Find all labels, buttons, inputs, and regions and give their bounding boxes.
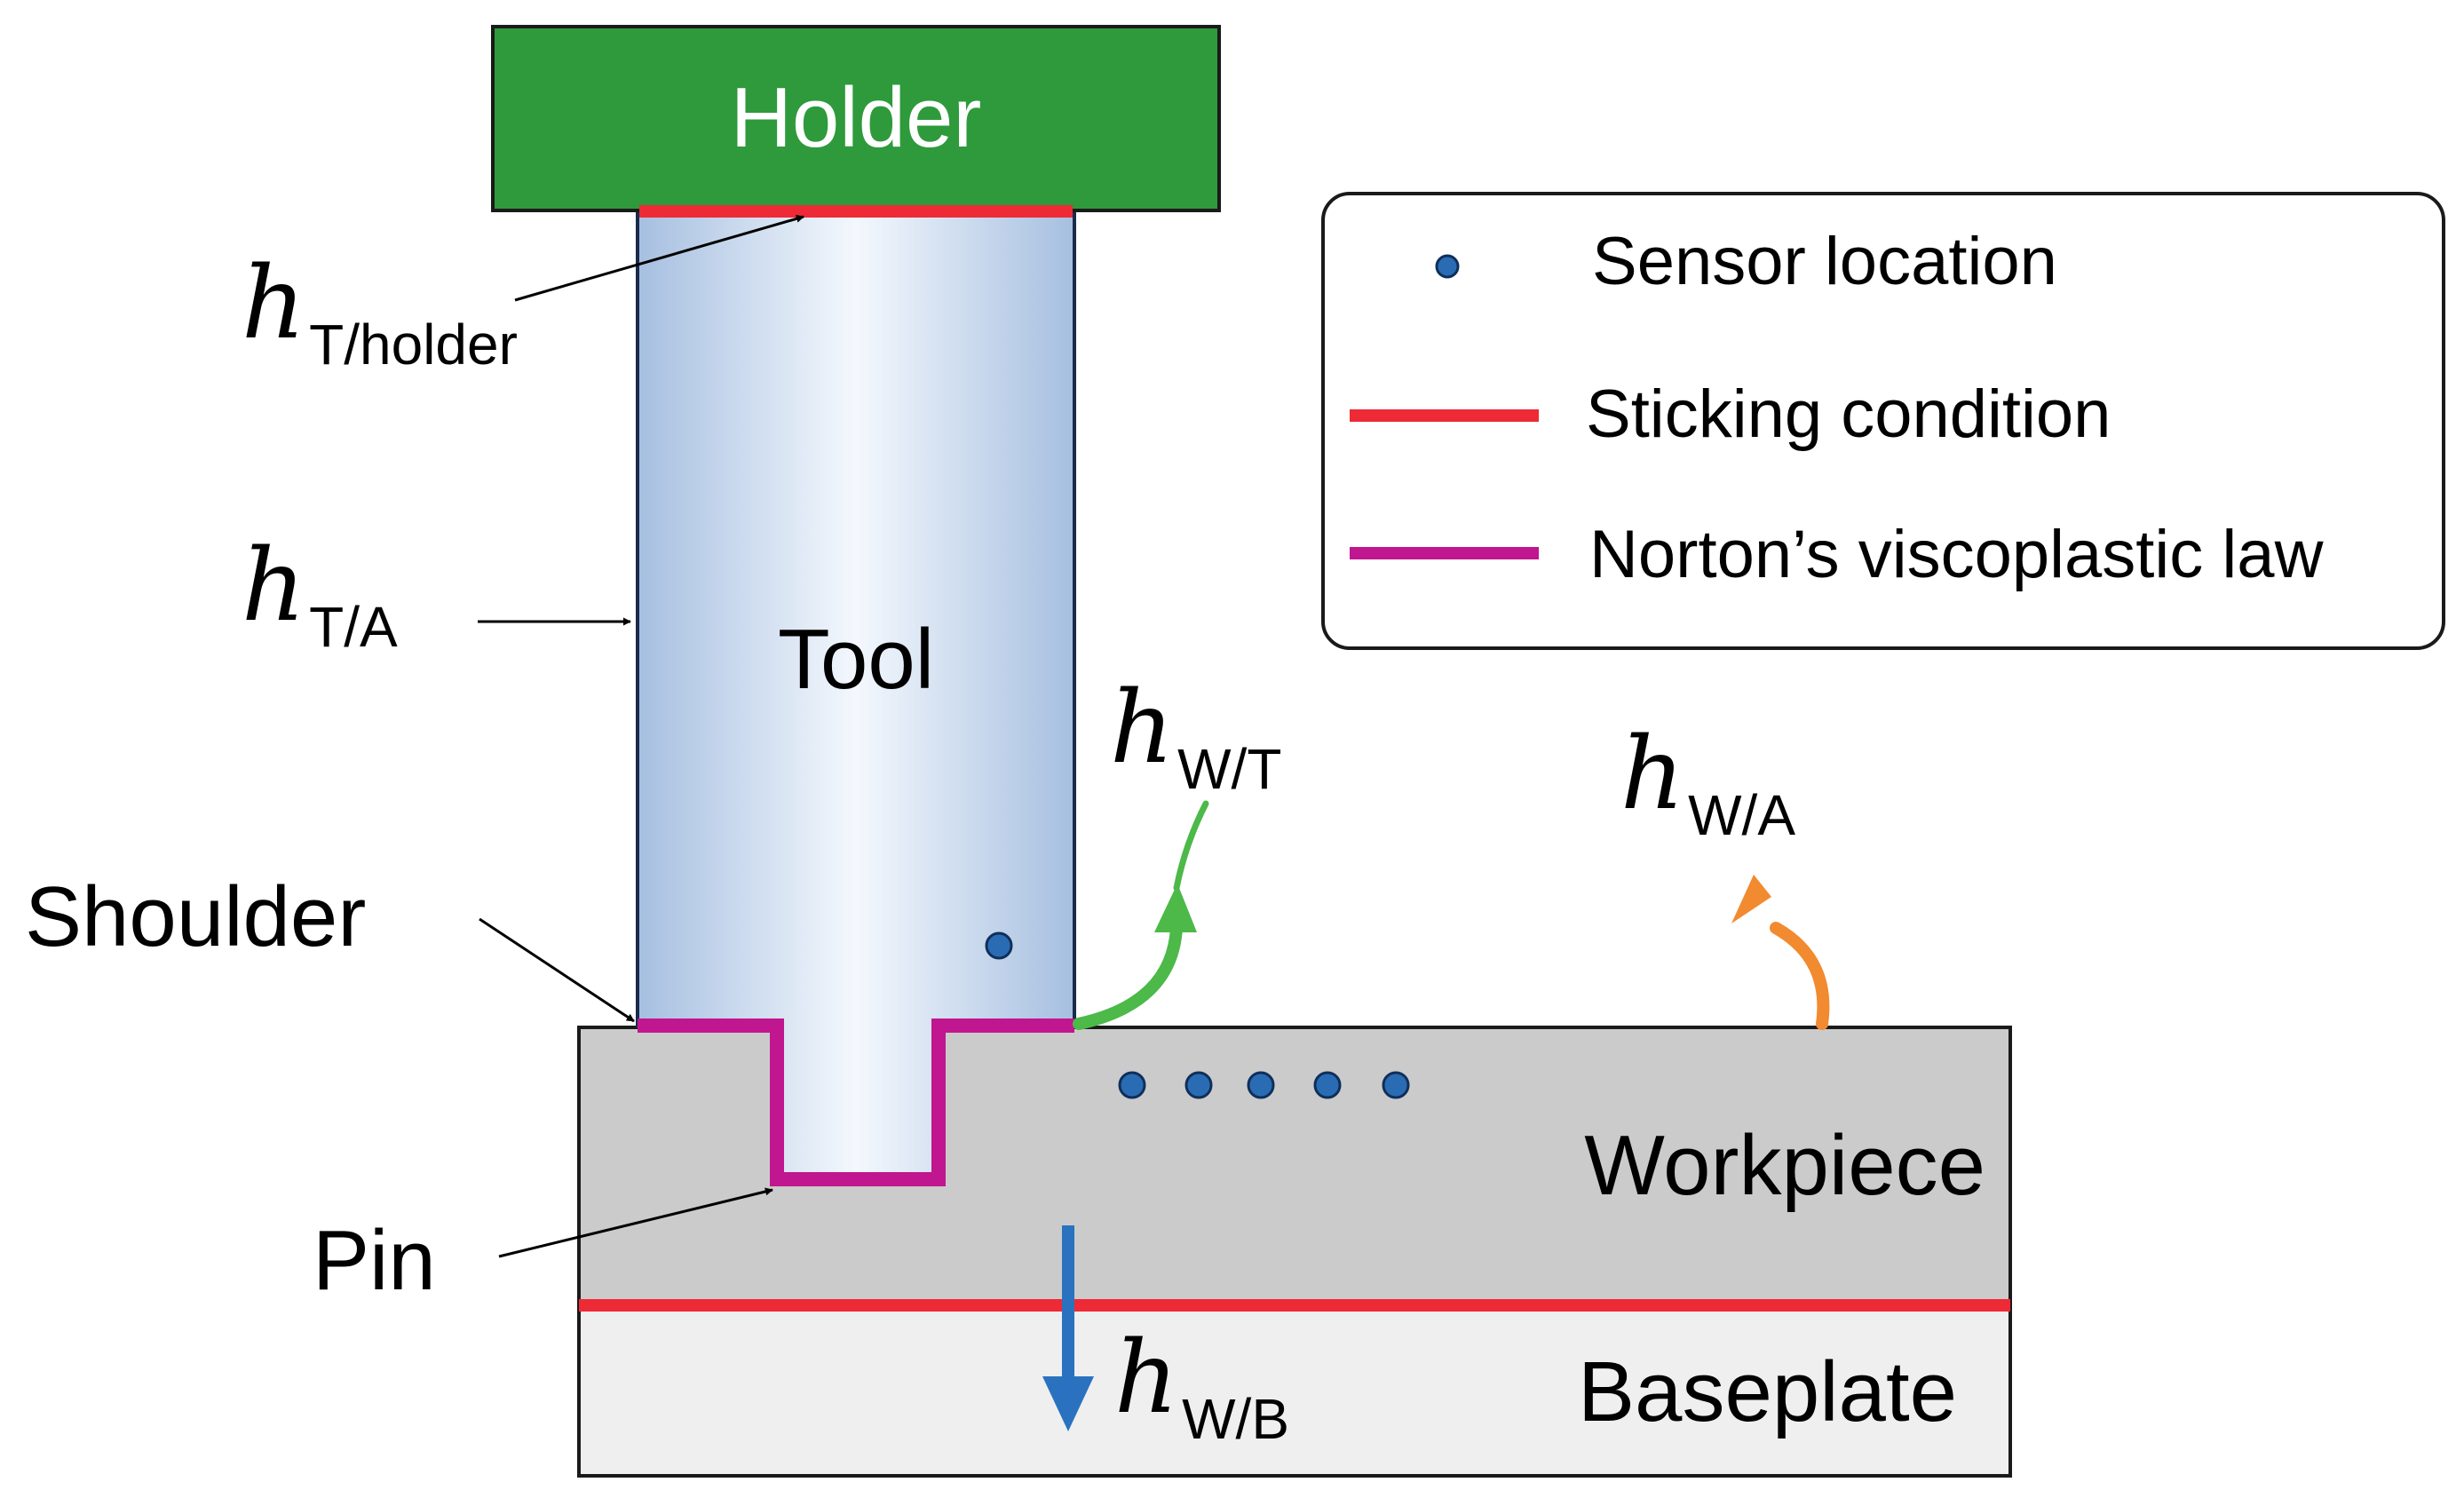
sensor-dot (1184, 1071, 1213, 1099)
pin-label: Pin (313, 1213, 436, 1308)
h-w-t-label: hW/T (1110, 670, 1281, 801)
sensor-dot (1382, 1071, 1410, 1099)
arrow-t-holder (514, 214, 804, 302)
arrow-w-t (1073, 922, 1183, 1030)
baseplate-label: Baseplate (1578, 1344, 1957, 1439)
h-w-a-label: hW/A (1620, 717, 1795, 847)
workpiece-label: Workpiece (1584, 1118, 1985, 1213)
sensor-dot (1118, 1071, 1146, 1099)
arrow-pin (498, 1187, 773, 1258)
holder (491, 25, 1221, 212)
arrow-w-a (1770, 922, 1830, 1030)
legend-norton-label: Norton’s viscoplastic law (1589, 517, 2325, 592)
h-t-a-label: hT/A (242, 528, 398, 659)
arrow-w-a-head (1731, 875, 1771, 923)
legend-box (1321, 192, 2445, 650)
h-w-b-label: hW/B (1114, 1320, 1289, 1451)
shoulder-label: Shoulder (25, 869, 366, 964)
legend: Sensor location Sticking condition Norto… (1321, 192, 2445, 650)
arrow-w-b-head (1042, 1376, 1094, 1431)
sensor-dot (1247, 1071, 1275, 1099)
norton-contact-path (638, 1018, 1074, 1186)
legend-sticking-label: Sticking condition (1586, 376, 2111, 452)
sensor-dot (985, 931, 1013, 960)
legend-sensor-label: Sensor location (1592, 224, 2057, 299)
arrow-shoulder (479, 917, 635, 1023)
arrow-w-t-tail (1173, 800, 1209, 892)
arrow-w-t-head (1154, 884, 1197, 932)
baseplate (577, 1304, 2012, 1478)
holder-label: Holder (731, 70, 982, 165)
tool-label: Tool (778, 612, 934, 707)
h-t-holder-label: hT/holder (242, 246, 518, 376)
legend-sensor-symbol (1435, 254, 1460, 279)
sensor-dot (1313, 1071, 1342, 1099)
